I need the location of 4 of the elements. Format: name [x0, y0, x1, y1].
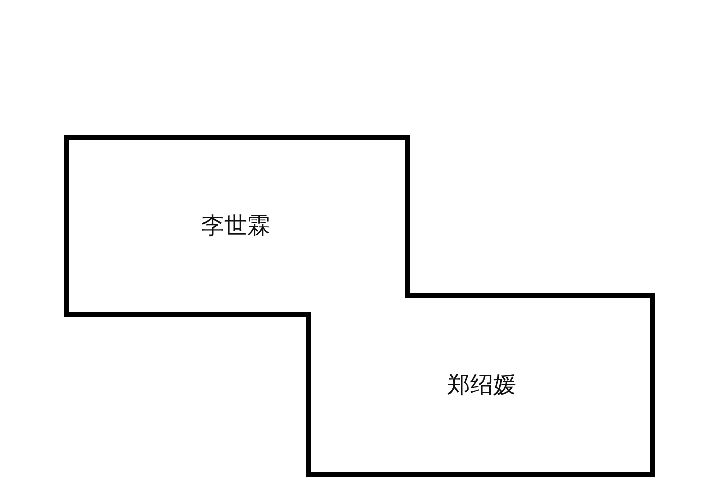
- person-name: 郑绍媛: [448, 372, 516, 400]
- name-box: [65, 136, 411, 318]
- name-box: [307, 294, 656, 477]
- person-name: 李世霖: [202, 212, 270, 242]
